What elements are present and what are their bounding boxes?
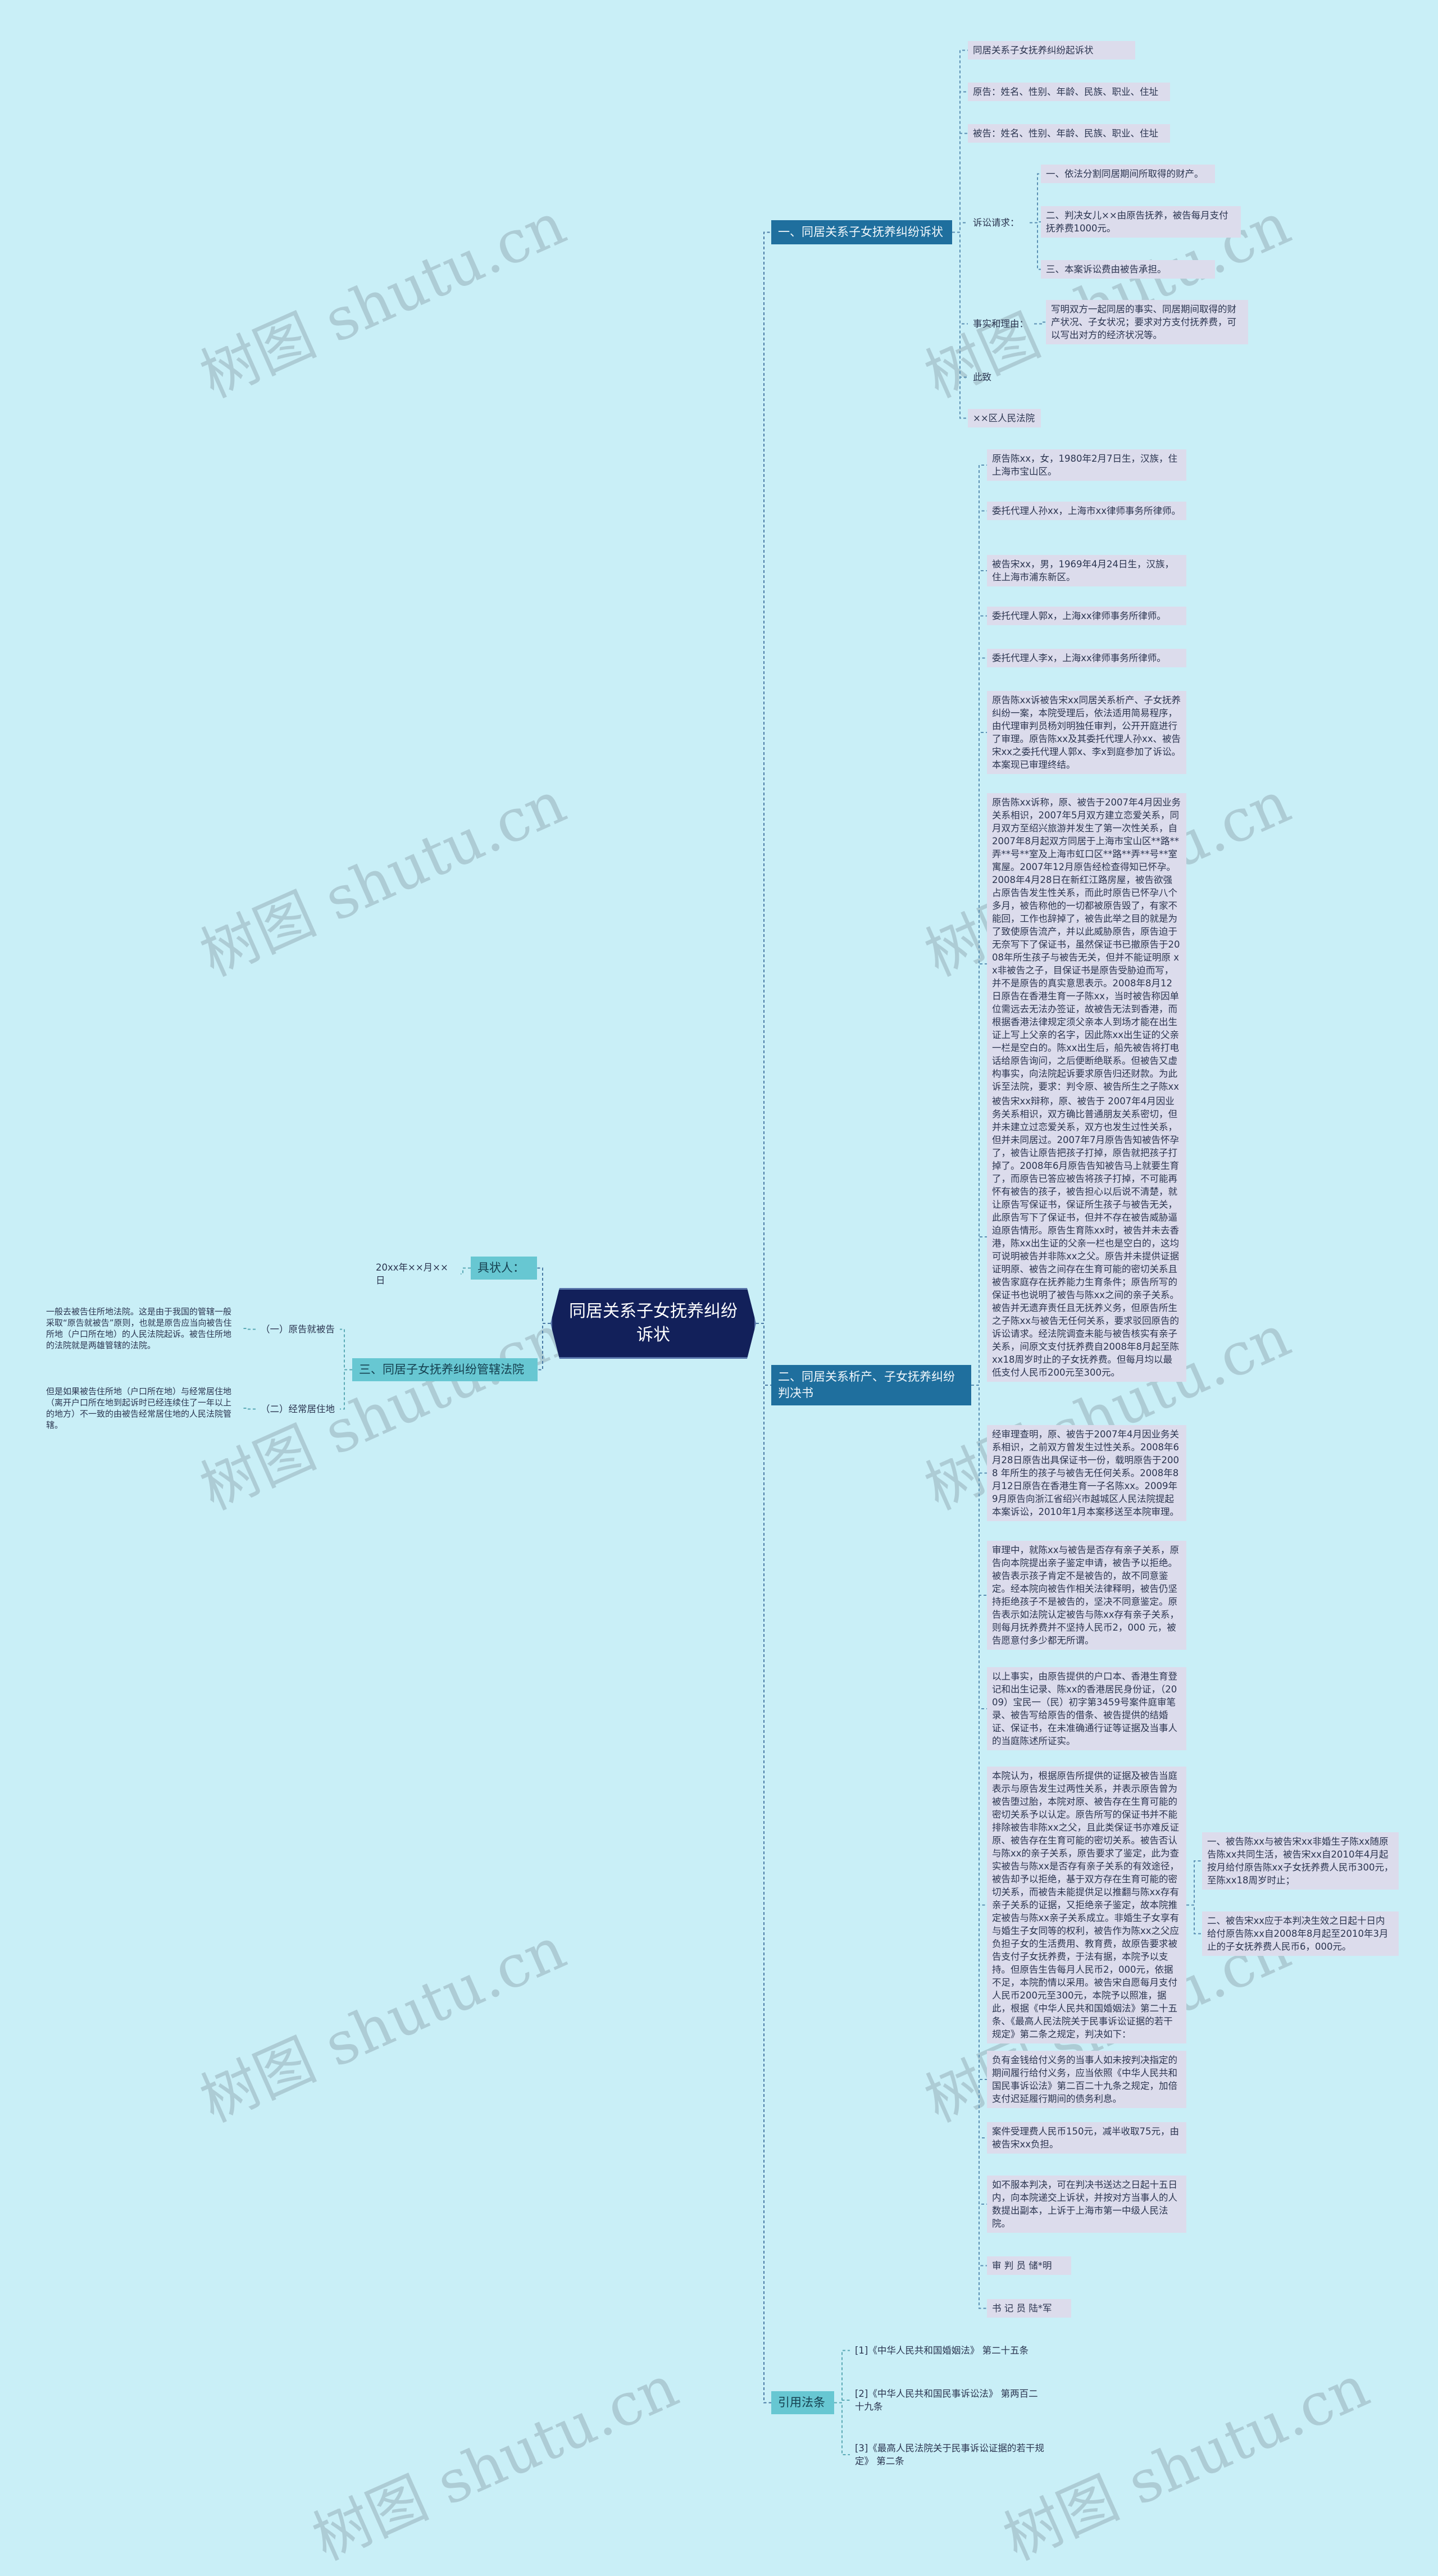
judgment-item[interactable]: 书 记 员 陆*军 xyxy=(987,2299,1071,2318)
connector-line xyxy=(461,1267,471,1275)
connector-line xyxy=(1186,1904,1202,1935)
mindmap-canvas: 树图 shutu.cn 树图 shutu.cn 树图 shutu.cn 树图 s… xyxy=(46,41,1399,2573)
connector-line xyxy=(1034,321,1046,325)
branch-jurisdiction[interactable]: 三、同居子女抚养纠纷管辖法院 xyxy=(352,1358,538,1381)
complaint-item[interactable]: 同居关系子女抚养纠纷起诉状 xyxy=(968,41,1135,60)
connector-line xyxy=(971,1385,987,2266)
connector-line xyxy=(952,222,968,233)
jurisdiction-sub[interactable]: （二）经常居住地 xyxy=(261,1404,335,1414)
judgment-item[interactable]: 委托代理人郭x，上海xx律师事务所律师。 xyxy=(987,607,1186,625)
complaint-item[interactable]: ××区人民法院 xyxy=(968,409,1041,427)
branch-complaint[interactable]: 一、同居关系子女抚养纠纷诉状 xyxy=(771,220,952,244)
ruling-item[interactable]: 一、被告陈xx与被告宋xx非婚生子陈xx随原告陈xx共同生活，被告宋xx自201… xyxy=(1202,1832,1399,1890)
connector-line xyxy=(971,1236,987,1386)
connector-line xyxy=(952,133,968,233)
connector-line xyxy=(952,231,968,378)
claim-item[interactable]: 一、依法分割同居期间所取得的财产。 xyxy=(1041,165,1215,183)
connector-line xyxy=(243,1328,256,1330)
judgment-item[interactable]: 审 判 员 储*明 xyxy=(987,2256,1071,2275)
judgment-item[interactable]: 审理中，就陈xx与被告是否存有亲子关系，原告向本院提出亲子鉴定申请，被告予以拒绝… xyxy=(987,1541,1186,1650)
connector-line xyxy=(1186,1860,1202,1906)
connector-line xyxy=(971,615,987,1386)
ruling-item[interactable]: 二、被告宋xx应于本判决生效之日起十日内给付原告陈xx自2008年8月起至201… xyxy=(1202,1911,1399,1956)
connector-line xyxy=(340,1328,352,1371)
complaint-item[interactable]: 被告：姓名、性别、年龄、民族、职业、住址 xyxy=(968,124,1170,143)
judgment-item[interactable]: 负有金钱给付义务的当事人如未按判决指定的期间履行给付义务，应当依照《中华人民共和… xyxy=(987,2051,1186,2108)
citation-item[interactable]: [3]《最高人民法院关于民事诉讼证据的若干规定》 第二条 xyxy=(855,2443,1044,2466)
judgment-item[interactable]: 原告陈xx诉称，原、被告于2007年4月因业务关系相识，2007年5月双方建立恋… xyxy=(987,793,1186,1135)
connector-lines xyxy=(243,49,1202,2455)
complaint-item[interactable]: 此致 xyxy=(973,372,991,383)
connector-line xyxy=(243,1408,256,1410)
judgment-item[interactable]: 本院认为，根据原告所提供的证据及被告当庭表示与原告发生过两性关系，并表示原告曾为… xyxy=(987,1767,1186,2043)
jurisdiction-text[interactable]: 一般去被告住所地法院。这是由于我国的管辖一般采取“原告就被告”原则，也就是原告应… xyxy=(46,1307,232,1350)
connector-line xyxy=(756,1323,771,2404)
connector-line xyxy=(1030,173,1041,224)
connector-line xyxy=(340,1369,352,1410)
complaint-item[interactable]: 原告：姓名、性别、年龄、民族、职业、住址 xyxy=(968,83,1170,101)
connector-line xyxy=(834,2402,850,2455)
jurisdiction-sub[interactable]: （一）原告就被告 xyxy=(261,1324,335,1335)
connector-line xyxy=(971,1385,987,2309)
connector-line xyxy=(952,231,968,325)
connector-line xyxy=(971,1385,987,1906)
judgment-item[interactable]: 被告宋xx，男，1969年4月24日生，汉族，住上海市浦东新区。 xyxy=(987,555,1186,586)
connector-line xyxy=(1030,222,1041,270)
judgment-item[interactable]: 以上事实，由原告提供的户口本、香港生育登记和出生记录、陈xx的香港居民身份证，（… xyxy=(987,1667,1186,1750)
jurisdiction-text[interactable]: 但是如果被告住所地（户口所在地）与经常居住地（离开户口所在地到起诉时已经连续住了… xyxy=(46,1386,232,1430)
root-topic[interactable]: 同居关系子女抚养纠纷诉状 xyxy=(550,1288,756,1359)
branch-petitioner[interactable]: 具状人： xyxy=(471,1257,537,1280)
judgment-item[interactable]: 原告陈xx诉被告宋xx同居关系析产、子女抚养纠纷一案，本院受理后，依法适用简易程… xyxy=(987,691,1186,774)
citation-item[interactable]: [1]《中华人民共和国婚姻法》 第二十五条 xyxy=(855,2345,1029,2356)
claim-item[interactable]: 二、判决女儿××由原告抚养，被告每月支付抚养费1000元。 xyxy=(1041,206,1241,238)
petition-date[interactable]: 20xx年××月××日 xyxy=(376,1262,448,1286)
judgment-item[interactable]: 委托代理人孙xx，上海市xx律师事务所律师。 xyxy=(987,502,1186,520)
judgment-item[interactable]: 经审理查明，原、被告于2007年4月因业务关系相识，之前双方曾发生过性关系。20… xyxy=(987,1425,1186,1521)
connector-line xyxy=(756,1323,771,1386)
connector-line xyxy=(538,1323,550,1371)
branch-citations[interactable]: 引用法条 xyxy=(771,2391,834,2414)
judgment-item[interactable]: 原告陈xx，女，1980年2月7日生，汉族，住上海市宝山区。 xyxy=(987,449,1186,481)
facts-item[interactable]: 写明双方一起同居的事实、同居期间取得的财产状况、子女状况；要求对方支付抚养费，可… xyxy=(1046,300,1248,344)
branch-judgment[interactable]: 二、同居关系析产、子女抚养纠纷判决书 xyxy=(771,1365,971,1405)
connector-line xyxy=(756,231,771,1324)
claim-item[interactable]: 三、本案诉讼费由被告承担。 xyxy=(1041,260,1215,279)
judgment-item[interactable]: 案件受理费人民币150元，减半收取75元，由被告宋xx负担。 xyxy=(987,2122,1186,2154)
connector-line xyxy=(537,1267,550,1324)
connector-line xyxy=(952,231,968,419)
connector-line xyxy=(971,963,987,1386)
complaint-facts-label[interactable]: 事实和理由： xyxy=(973,318,1029,329)
judgment-item[interactable]: 如不服本判决，可在判决书送达之日起十五日内，向本院递交上诉状，并按对方当事人的人… xyxy=(987,2176,1186,2233)
complaint-claims-label[interactable]: 诉讼请求： xyxy=(973,217,1020,228)
judgment-item[interactable]: 委托代理人李x，上海xx律师事务所律师。 xyxy=(987,649,1186,667)
citation-item[interactable]: [2]《中华人民共和国民事诉讼法》 第两百二十九条 xyxy=(855,2388,1038,2412)
connector-line xyxy=(834,2350,850,2404)
judgment-item[interactable]: 被告宋xx辩称，原、被告于 2007年4月因业务关系相识，双方确比普通朋友关系密… xyxy=(987,1092,1186,1382)
